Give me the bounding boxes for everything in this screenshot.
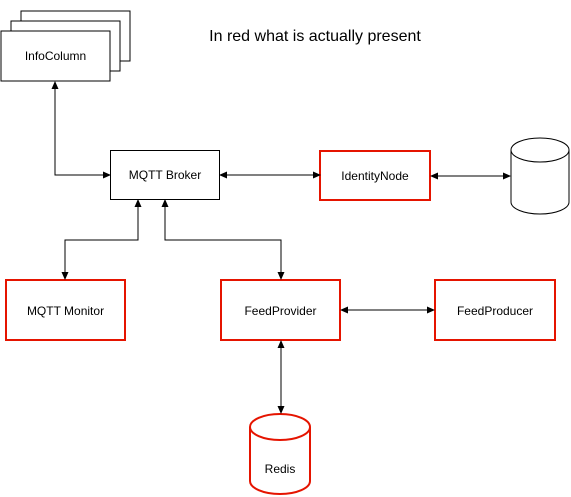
connector-broker-monitor: [61, 199, 142, 280]
feed-provider-node[interactable]: FeedProvider: [220, 279, 341, 341]
mqtt-broker-label: MQTT Broker: [129, 168, 201, 182]
database-cylinder[interactable]: [510, 137, 570, 215]
redis-cylinder[interactable]: Redis: [249, 413, 311, 495]
mqtt-monitor-label: MQTT Monitor: [27, 304, 104, 318]
info-column-label: InfoColumn: [25, 49, 86, 63]
feed-producer-label: FeedProducer: [457, 304, 533, 318]
feed-provider-label: FeedProvider: [244, 304, 316, 318]
mqtt-monitor-node[interactable]: MQTT Monitor: [5, 279, 126, 341]
identity-node[interactable]: IdentityNode: [319, 150, 431, 201]
connector-infocolumn-broker: [51, 81, 111, 179]
mqtt-broker-node[interactable]: MQTT Broker: [110, 150, 220, 200]
diagram-note: In red what is actually present: [209, 28, 421, 45]
feed-producer-node[interactable]: FeedProducer: [434, 279, 556, 341]
connector-broker-feedprovider: [161, 199, 285, 280]
info-column-node[interactable]: InfoColumn: [0, 10, 131, 82]
redis-label: Redis: [265, 462, 296, 476]
identity-node-label: IdentityNode: [341, 169, 409, 183]
